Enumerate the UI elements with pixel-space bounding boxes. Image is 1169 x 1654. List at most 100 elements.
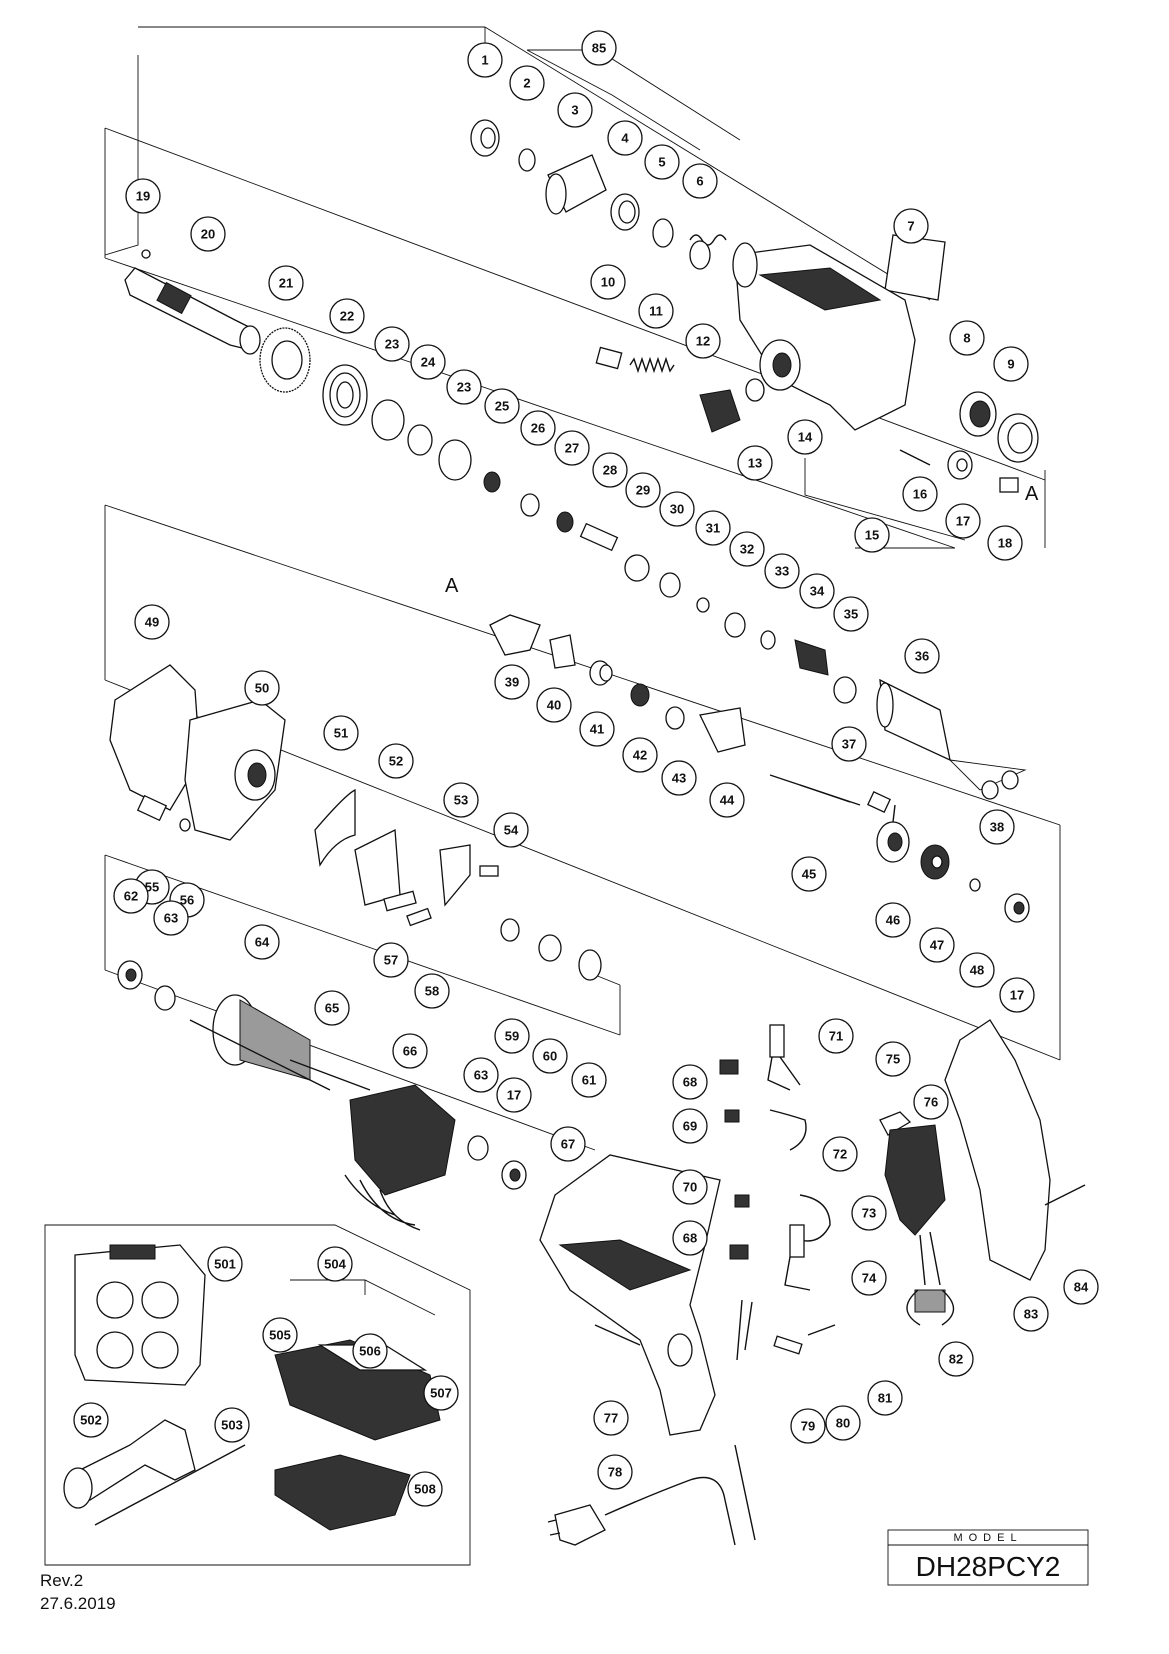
svg-text:63: 63 (164, 911, 178, 926)
svg-text:14: 14 (798, 430, 813, 445)
part-64-armature (189, 994, 331, 1091)
part-33-clip (760, 630, 776, 650)
part-66-stator (344, 1084, 456, 1231)
part-84-screw (1044, 1184, 1086, 1206)
part-65-screw (289, 1059, 371, 1091)
svg-text:82: 82 (949, 1352, 963, 1367)
part-40-coupling (549, 634, 576, 669)
callout-14: 14 (787, 419, 823, 455)
callout-42: 42 (622, 737, 658, 773)
svg-text:42: 42 (633, 748, 647, 763)
callout-54: 54 (493, 812, 529, 848)
svg-text:41: 41 (590, 722, 604, 737)
part-58-screw (406, 907, 432, 927)
svg-text:23: 23 (457, 380, 471, 395)
callout-60: 60 (532, 1038, 568, 1074)
part-78-plug (547, 1476, 736, 1546)
callout-64: 64 (244, 924, 280, 960)
svg-text:78: 78 (608, 1465, 622, 1480)
callout-7: 7 (893, 208, 929, 244)
callout-47: 47 (919, 927, 955, 963)
model-box-frame (887, 1529, 1089, 1586)
svg-text:49: 49 (145, 615, 159, 630)
part-75-trigger (879, 1111, 912, 1136)
svg-text:17: 17 (956, 514, 970, 529)
callout-51: 51 (323, 715, 359, 751)
callout-508: 508 (407, 1471, 443, 1507)
callout-82: 82 (938, 1341, 974, 1377)
callout-44: 44 (709, 782, 745, 818)
callout-12: 12 (685, 323, 721, 359)
part-41-spring (589, 660, 613, 686)
callout-73: 73 (851, 1195, 887, 1231)
callout-62: 62 (113, 878, 149, 914)
reference-mark-a-mid: A (445, 575, 459, 597)
svg-text:66: 66 (403, 1044, 417, 1059)
svg-text:63: 63 (474, 1068, 488, 1083)
part-54-screw (479, 865, 499, 877)
part-30-ring (659, 572, 681, 598)
svg-text:20: 20 (201, 227, 215, 242)
part-71-capacitor (767, 1024, 801, 1091)
callout-52: 52 (378, 743, 414, 779)
svg-text:1: 1 (481, 53, 488, 68)
svg-text:503: 503 (221, 1418, 243, 1433)
svg-text:7: 7 (907, 219, 914, 234)
svg-text:24: 24 (421, 355, 436, 370)
callout-66: 66 (392, 1033, 428, 1069)
part-82-noise-suppressor (906, 1289, 955, 1326)
part-1-cap (470, 119, 500, 157)
part-31-ring (696, 597, 710, 613)
svg-text:69: 69 (683, 1119, 697, 1134)
svg-text:3: 3 (571, 103, 578, 118)
callout-2: 2 (509, 65, 545, 101)
svg-text:4: 4 (621, 131, 629, 146)
svg-text:32: 32 (740, 542, 754, 557)
callout-48: 48 (959, 952, 995, 988)
part-17-bearing-c (501, 1160, 527, 1190)
svg-text:36: 36 (915, 649, 929, 664)
part-24-ring (407, 424, 433, 456)
callout-19: 19 (125, 178, 161, 214)
part-23-washer-a (371, 399, 405, 441)
callout-9: 9 (993, 346, 1029, 382)
part-32-ring (724, 612, 746, 638)
svg-text:26: 26 (531, 421, 545, 436)
part-62-bearing (117, 960, 143, 990)
callout-77: 77 (593, 1400, 629, 1436)
part-17-bearing-a (947, 450, 973, 480)
part-53-plate (439, 844, 471, 907)
svg-text:23: 23 (385, 337, 399, 352)
callout-21: 21 (268, 265, 304, 301)
svg-text:76: 76 (924, 1095, 938, 1110)
part-28-pin (579, 522, 619, 552)
svg-text:56: 56 (180, 893, 194, 908)
svg-text:17: 17 (507, 1088, 521, 1103)
part-27-ring (556, 511, 574, 533)
part-29-piston (624, 554, 650, 582)
svg-text:27: 27 (565, 441, 579, 456)
svg-text:44: 44 (720, 793, 735, 808)
part-3-sleeve (545, 154, 607, 215)
part-67-housing (539, 1154, 721, 1436)
part-43-ring (665, 706, 685, 730)
part-39-lever (489, 614, 541, 656)
svg-text:54: 54 (504, 823, 519, 838)
svg-text:15: 15 (865, 528, 879, 543)
svg-text:9: 9 (1007, 357, 1014, 372)
part-23-washer-b (438, 439, 472, 481)
callout-505: 505 (262, 1317, 298, 1353)
svg-text:75: 75 (886, 1052, 900, 1067)
callout-63-a: 63 (153, 900, 189, 936)
svg-text:16: 16 (913, 487, 927, 502)
callout-27: 27 (554, 430, 590, 466)
svg-text:2: 2 (523, 76, 530, 91)
callout-13: 13 (737, 445, 773, 481)
svg-text:45: 45 (802, 867, 816, 882)
svg-text:30: 30 (670, 502, 684, 517)
part-56-ring (179, 818, 191, 832)
callout-15: 15 (854, 517, 890, 553)
part-17-bearing-b (1004, 893, 1030, 923)
callout-41: 41 (579, 711, 615, 747)
callout-63-b: 63 (463, 1057, 499, 1093)
